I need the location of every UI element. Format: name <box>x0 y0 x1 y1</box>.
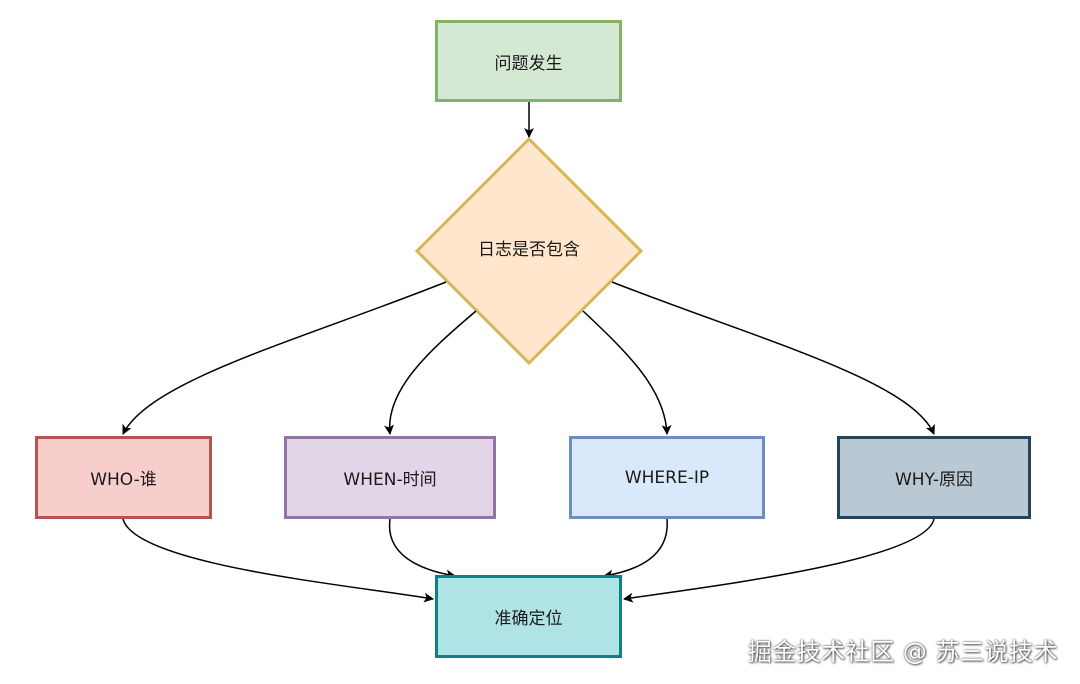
edge-decision-to-where <box>582 310 672 435</box>
node-where-label: WHERE-IP <box>624 467 710 488</box>
node-problem-occurs-label: 问题发生 <box>494 53 563 74</box>
edge-why-to-result <box>623 518 935 603</box>
node-where: WHERE-IP <box>569 436 765 519</box>
decision-label: 日志是否包含 <box>478 240 580 260</box>
node-when-label: WHEN-时间 <box>343 470 437 490</box>
edge-when-to-result <box>388 518 456 580</box>
node-when: WHEN-时间 <box>284 436 496 519</box>
node-problem-occurs: 问题发生 <box>435 20 622 102</box>
decision-diamond <box>414 136 644 366</box>
node-who-label: WHO-谁 <box>90 470 157 490</box>
edge-who-to-result <box>122 518 434 603</box>
edge-decision-to-who <box>122 281 447 435</box>
edge-where-to-result <box>603 518 668 580</box>
node-accurate-locate: 准确定位 <box>435 575 622 658</box>
node-why: WHY-原因 <box>837 436 1031 519</box>
node-who: WHO-谁 <box>35 436 212 519</box>
node-why-label: WHY-原因 <box>894 470 974 490</box>
edge-decision-to-why <box>611 281 935 435</box>
node-accurate-locate-label: 准确定位 <box>494 609 563 629</box>
watermark: 掘金技术社区 @ 苏三说技术 <box>747 638 1058 666</box>
edge-decision-to-when <box>384 310 477 435</box>
